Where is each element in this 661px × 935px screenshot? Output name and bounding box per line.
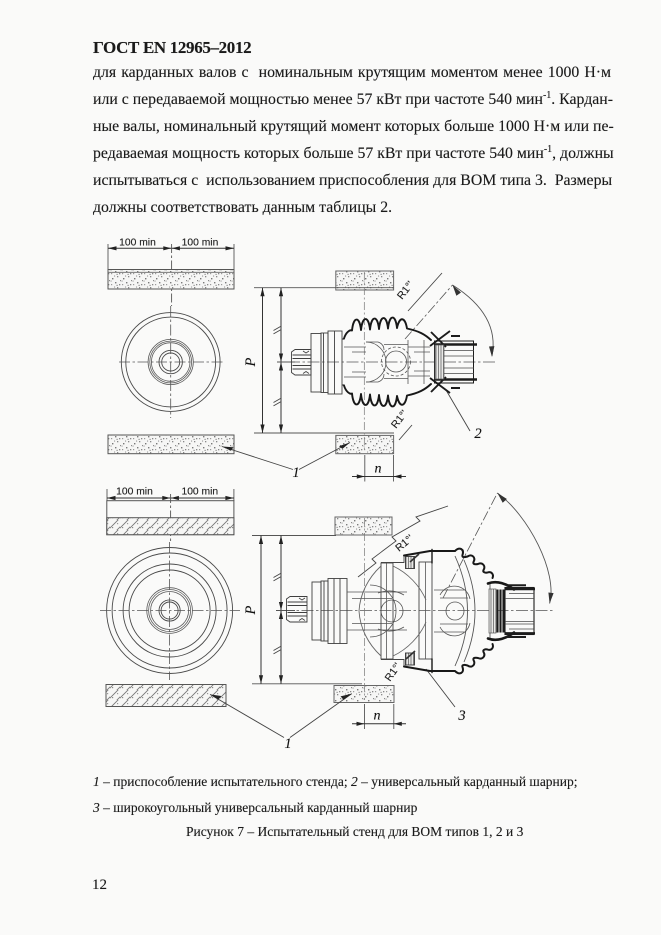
svg-text:100 min: 100 min (181, 487, 218, 498)
svg-text:R1°ʹ: R1°ʹ (389, 408, 411, 431)
svg-text:1: 1 (292, 465, 299, 481)
svg-text:100 min: 100 min (119, 238, 156, 249)
svg-text:100 min: 100 min (182, 238, 219, 249)
svg-text:R1°ʹ: R1°ʹ (393, 532, 416, 554)
svg-text:100 min: 100 min (116, 487, 153, 498)
svg-text:2: 2 (474, 426, 481, 442)
svg-text:P: P (243, 357, 259, 367)
svg-text:3: 3 (457, 708, 465, 724)
svg-text:P: P (243, 605, 259, 615)
svg-text:n: n (375, 462, 382, 477)
svg-text:1: 1 (284, 736, 291, 752)
svg-text:R1°ʹ: R1°ʹ (383, 661, 404, 684)
svg-text:n: n (374, 709, 381, 724)
svg-text:R1°ʹ: R1°ʹ (395, 279, 417, 302)
